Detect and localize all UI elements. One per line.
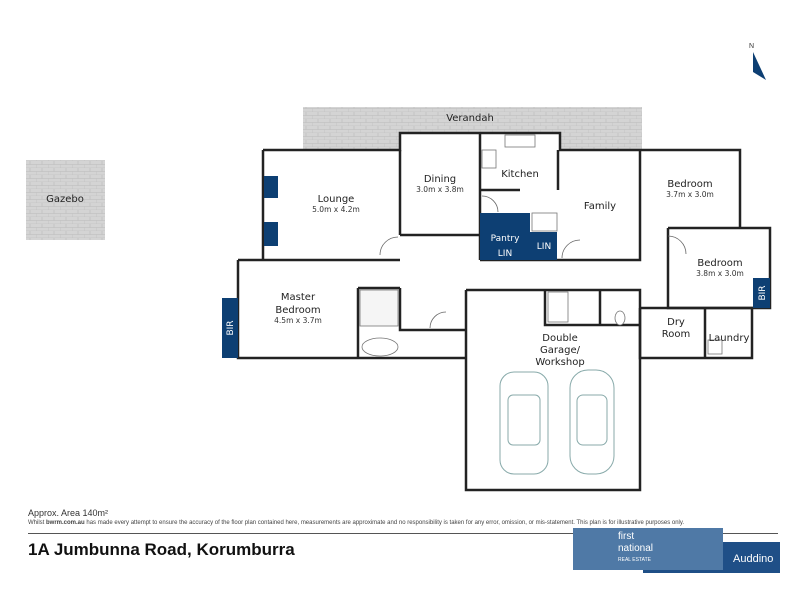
storage-blocks xyxy=(222,176,770,358)
agency-logo: first national REAL ESTATE xyxy=(573,528,723,570)
fixtures xyxy=(359,134,723,357)
door-swings xyxy=(379,195,687,329)
room-dims: 3.8m x 3.0m xyxy=(696,269,744,278)
gazebo xyxy=(26,160,105,240)
room-label: Dry xyxy=(667,317,685,328)
room-label: Workshop xyxy=(535,357,584,368)
divider xyxy=(28,533,778,534)
room-dims: 5.0m x 4.2m xyxy=(312,205,360,214)
room-label: Garage/ xyxy=(540,345,581,356)
property-address: 1A Jumbunna Road, Korumburra xyxy=(28,540,295,559)
bir-label: BIR xyxy=(226,320,236,335)
room-label: Double xyxy=(542,333,577,344)
bir-label: BIR xyxy=(758,285,768,300)
approx-area: Approx. Area 140m² xyxy=(28,508,109,518)
svg-text:N: N xyxy=(749,43,754,50)
room-dims: 3.0m x 3.8m xyxy=(416,185,464,194)
car-icons xyxy=(499,369,615,475)
disclaimer-brand: bwrm.com.au xyxy=(46,520,85,526)
room-dims: 4.5m x 3.7m xyxy=(274,316,322,325)
room-label: Room xyxy=(662,329,690,340)
room-label: Dining xyxy=(424,174,456,185)
gazebo-label: Gazebo xyxy=(46,194,84,205)
room-label: Family xyxy=(584,201,616,212)
room-label: Bedroom xyxy=(667,179,712,190)
room-label: Laundry xyxy=(709,333,750,344)
room-dims: 3.7m x 3.0m xyxy=(666,190,714,199)
room-label: Master xyxy=(281,292,316,303)
room-label: Bedroom xyxy=(697,258,742,269)
room-label: Bedroom xyxy=(275,305,320,316)
disclaimer: Whilst bwrm.com.au has made every attemp… xyxy=(28,520,685,526)
pantry-label: Pantry xyxy=(491,234,520,244)
room-label: Lounge xyxy=(318,194,355,205)
north-arrow-icon: N xyxy=(749,43,766,80)
lin-label: LIN xyxy=(537,242,551,252)
lin-label: LIN xyxy=(498,249,512,259)
verandah-label: Verandah xyxy=(446,113,494,124)
room-label: Kitchen xyxy=(501,169,539,180)
